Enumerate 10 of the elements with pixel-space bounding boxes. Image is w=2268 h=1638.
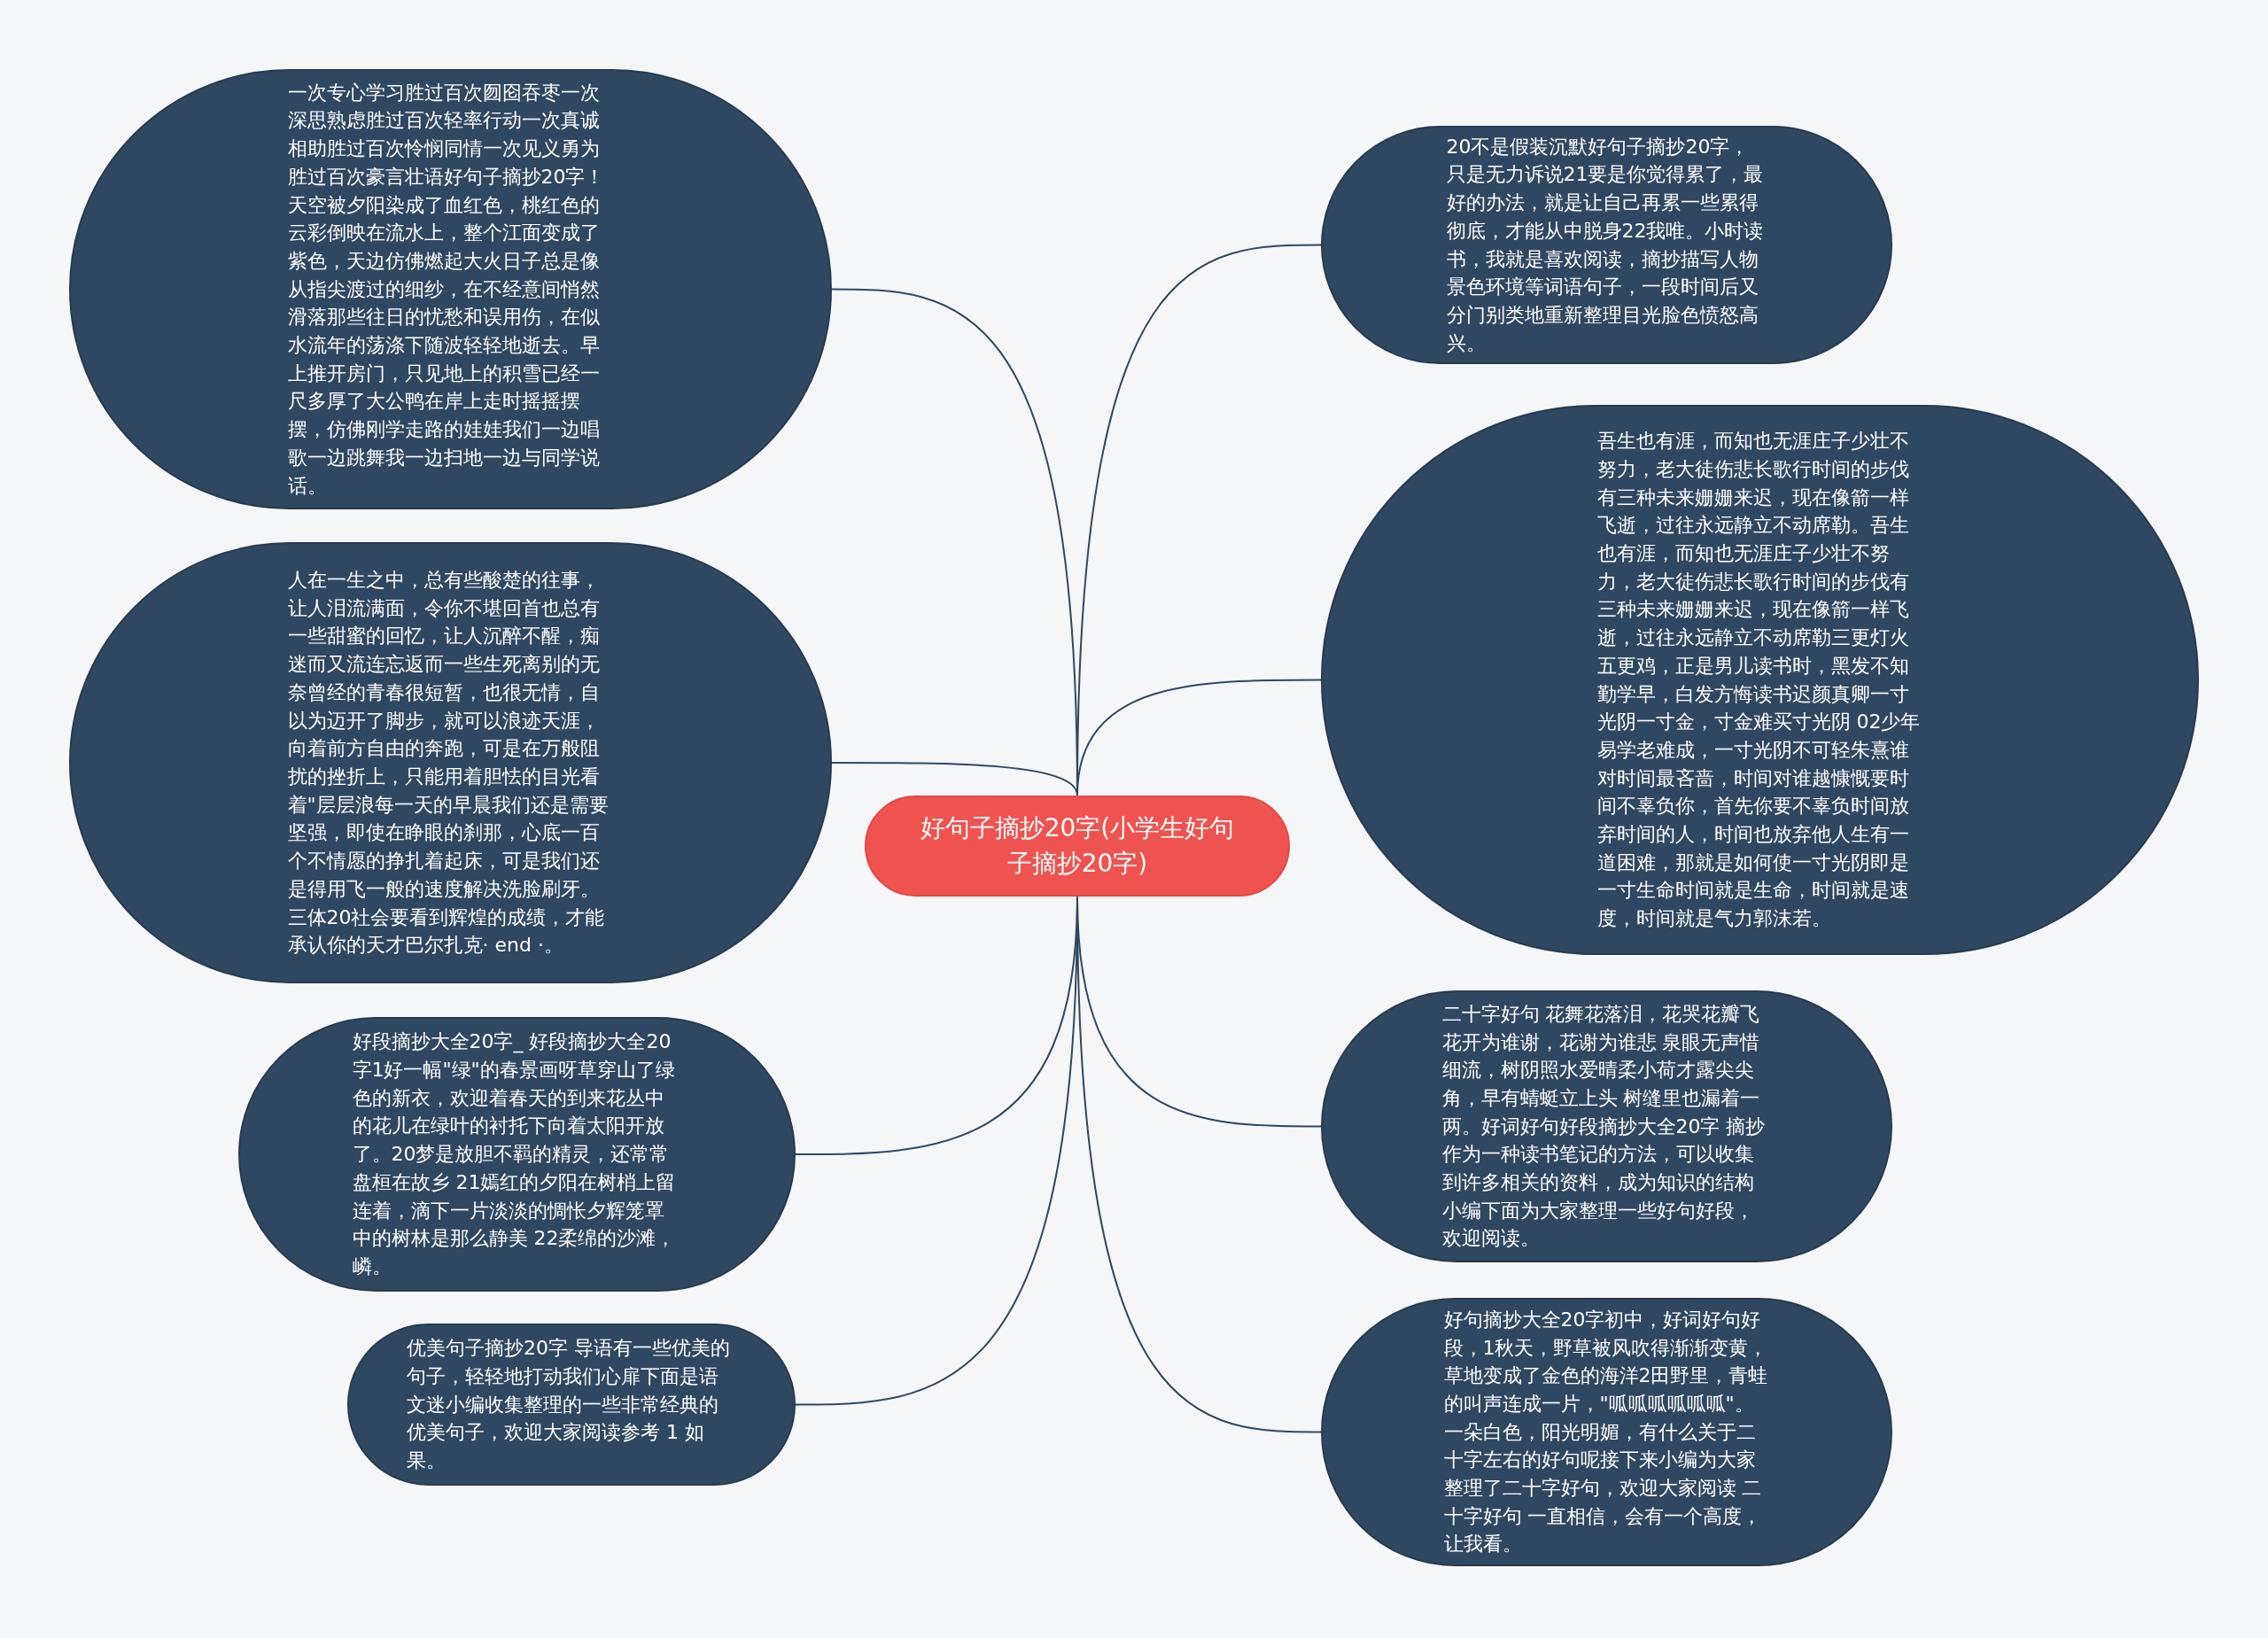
text-pill: 好句摘抄大全20字初中，好词好句好段，1秋天，野草被风吹得渐渐变黄，草地变成了金色的海洋2田野里，青蛙的叫声连成一片，"呱呱呱呱呱呱"。一朵白色，阳光明媚，有什么关于二十字左右的好句呢接下来小编为大家整理了二十字好句，欢迎大家阅读 二十字好句 一直相信，会有一个高度，让我看。 [1321,1298,1892,1566]
text-pill: 优美句子摘抄20字 导语有一些优美的句子，轻轻地打动我们心扉下面是语文迷小编收集整理的一些非常经典的优美句子，欢迎大家阅读参考 1 如果。 [347,1324,796,1486]
text-pill: 吾生也有涯，而知也无涯庄子少壮不努力，老大徒伤悲长歌行时间的步伐有三种未来姗姗来迟，现在像箭一样飞逝，过往永远静立不动席勒。吾生也有涯，而知也无涯庄子少壮不努力，老大徒伤悲长歌行时间的步伐有三种未来姗姗来迟，现在像箭一样飞逝，过往永远静立不动席勒三更灯火五更鸡，正是男儿读书时，黑发不知勤学早，白发方悔读书迟颜真卿一寸光阴一寸金，寸金难买寸光阴 02少年易学老难成，一寸光阴不可轻朱熹谁对时间最吝啬，时间对谁越慷慨要时间不辜负你，首先你要不辜负时间放弃时间的人，时间也放弃他人生有一道困难，那就是如何使一寸光阴即是一寸生命时间就是生命，时间就是速度，时间就是气力郭沫若。 [1321,405,2199,955]
text-pill: 人在一生之中，总有些酸楚的往事，让人泪流满面，令你不堪回首也总有一些甜蜜的回忆，让人沉醉不醒，痴迷而又流连忘返而一些生死离别的无奈曾经的青春很短暂，也很无情，自以为迈开了脚步，就可以浪迹天涯，向着前方自由的奔跑，可是在万般阻扰的挫折上，只能用着胆怯的目光看着"层层浪每一天的早晨我们还是需要坚强，即使在睁眼的刹那，心底一百个不情愿的挣扎着起床，可是我们还是得用飞一般的速度解决洗脸刷牙。三体20社会要看到辉煌的成绩，才能承认你的天才巴尔扎克· end ·。 [69,542,832,983]
text-pill: 二十字好句 花舞花落泪，花哭花瓣飞花开为谁谢，花谢为谁悲 泉眼无声惜细流，树阴照水爱晴柔小荷才露尖尖角，早有蜻蜓立上头 树缝里也漏着一两。好词好句好段摘抄大全20字 摘抄作为一种读书笔记的方法，可以收集到许多相关的资料，成为知识的结构小编下面为大家整理一些好句好段，欢迎阅读。 [1321,990,1892,1262]
text-pill: 20不是假装沉默好句子摘抄20字，只是无力诉说21要是你觉得累了，最好的办法，就是让自己再累一些累得彻底，才能从中脱身22我唯。小时读书，我就是喜欢阅读，摘抄描写人物景色环境等词语句子，一段时间后又分门别类地重新整理目光脸色愤怒高兴。 [1321,126,1892,364]
text-pill: 一次专心学习胜过百次囫囵吞枣一次深思熟虑胜过百次轻率行动一次真诚相助胜过百次怜悯同情一次见义勇为胜过百次豪言壮语好句子摘抄20字！天空被夕阳染成了血红色，桃红色的云彩倒映在流水上，整个江面变成了紫色，天边仿佛燃起大火日子总是像从指尖渡过的细纱，在不经意间悄然滑落那些往日的忧愁和误用伤，在似水流年的荡涤下随波轻轻地逝去。早上推开房门，只见地上的积雪已经一尺多厚了大公鸭在岸上走时摇摇摆摆，仿佛刚学走路的娃娃我们一边唱歌一边跳舞我一边扫地一边与同学说话。 [69,69,832,509]
text-pill: 好段摘抄大全20字_ 好段摘抄大全20字1好一幅"绿"的春景画呀草穿山了绿色的新衣，欢迎着春天的到来花丛中的花儿在绿叶的衬托下向着太阳开放了。20梦是放胆不羁的精灵，还常常盘桓在故乡 21嫣红的夕阳在树梢上留连着，滴下一片淡淡的惆怅夕辉笼罩中的树林是那么静美 22柔绵的沙滩，嶙。 [238,1017,796,1292]
topic-pill: 好句子摘抄20字(小学生好句子摘抄20字) [865,796,1290,897]
connector-line [1076,679,1322,796]
